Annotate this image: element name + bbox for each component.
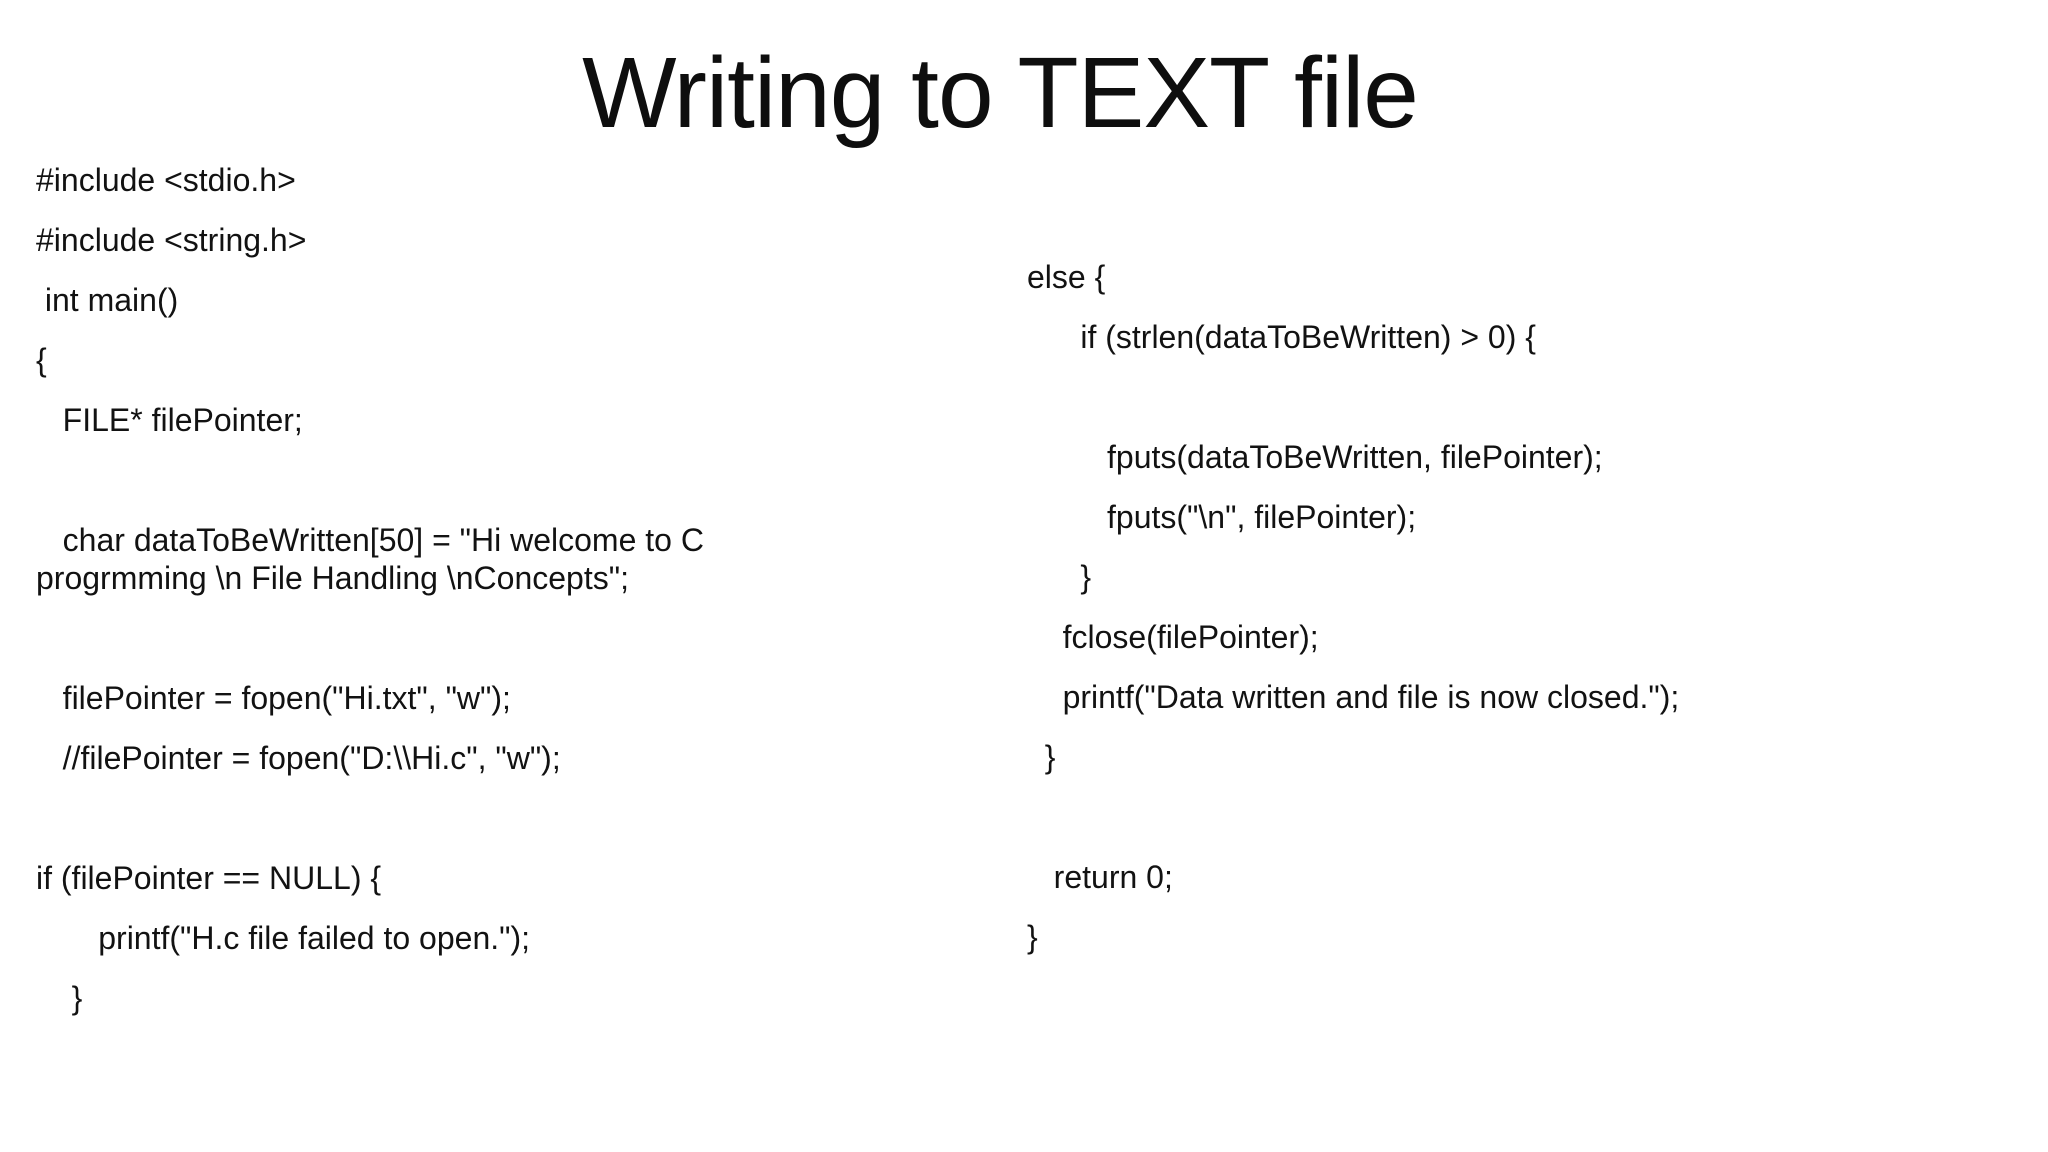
code-line: if (strlen(dataToBeWritten) > 0) { [1027,319,1536,355]
code-line: } [1027,919,1038,955]
code-line: return 0; [1027,859,1173,895]
code-line: char dataToBeWritten[50] = "Hi welcome t… [36,522,704,558]
code-line: } [36,980,83,1016]
slide-title: Writing to TEXT file [582,37,1419,149]
code-column-left: #include <stdio.h> #include <string.h> in… [36,161,986,1039]
code-line: else { [1027,259,1106,295]
code-line: } [1027,559,1092,595]
code-blank-line [36,619,986,657]
code-line: printf("Data written and file is now clo… [1027,679,1680,715]
code-line: FILE* filePointer; [36,402,303,438]
code-blank-line [36,461,986,499]
code-line: #include <stdio.h> [36,162,296,198]
code-line: } [1027,739,1056,775]
code-line: progrmming \n File Handling \nConcepts"; [36,560,629,596]
code-line: fclose(filePointer); [1027,619,1319,655]
code-line: printf("H.c file failed to open."); [36,920,531,956]
code-line: fputs(dataToBeWritten, filePointer); [1027,439,1603,475]
code-blank-line [1027,378,2017,416]
code-blank-line [1027,798,2017,836]
code-column-right: else { if (strlen(dataToBeWritten) > 0) … [1027,258,2017,978]
code-line: #include <string.h> [36,222,307,258]
code-blank-line [36,799,986,837]
code-line: int main() [36,282,179,318]
code-line: filePointer = fopen("Hi.txt", "w"); [36,680,511,716]
code-line: //filePointer = fopen("D:\\Hi.c", "w"); [36,740,561,776]
code-line: fputs("\n", filePointer); [1027,499,1417,535]
code-line: if (filePointer == NULL) { [36,860,382,896]
code-line: { [36,342,47,378]
